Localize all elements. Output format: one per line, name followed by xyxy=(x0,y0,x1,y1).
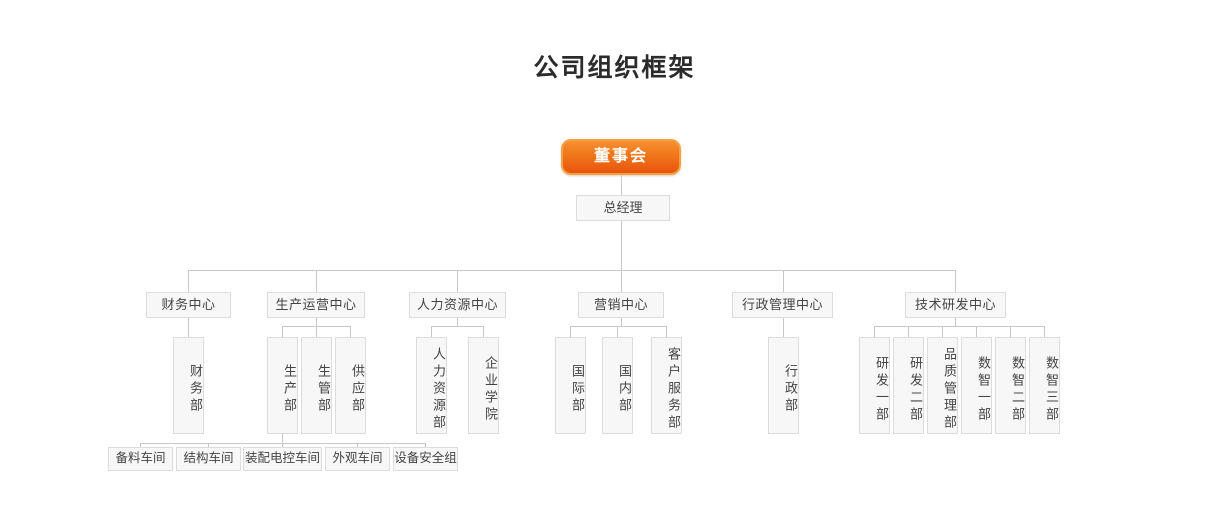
node-dept-admin-1[interactable]: 行政部 xyxy=(768,337,799,434)
node-dept-marketing-2[interactable]: 国内部 xyxy=(602,337,633,434)
connector-production-child-3 xyxy=(350,326,351,337)
connector-root-to-gm xyxy=(621,175,622,195)
connector-tech-child-2 xyxy=(908,326,909,337)
node-workshop-3[interactable]: 装配电控车间 xyxy=(243,447,322,471)
connector-hr-down xyxy=(457,318,458,326)
node-dept-hr-2[interactable]: 企业学院 xyxy=(468,337,499,434)
connector-tech-child-1 xyxy=(874,326,875,337)
node-dept-production-3[interactable]: 供应部 xyxy=(335,337,366,434)
connector-tech-bus xyxy=(874,326,1044,327)
connector-hr-child-1 xyxy=(431,326,432,337)
node-board-of-directors[interactable]: 董事会 xyxy=(561,139,681,175)
connector-production-down xyxy=(316,318,317,326)
node-dept-tech-1[interactable]: 研发一部 xyxy=(859,337,890,434)
node-dept-tech-4[interactable]: 数智一部 xyxy=(961,337,992,434)
node-dept-tech-2[interactable]: 研发二部 xyxy=(893,337,924,434)
node-dept-finance-1[interactable]: 财务部 xyxy=(173,337,204,434)
node-center-hr[interactable]: 人力资源中心 xyxy=(409,292,506,318)
node-center-marketing[interactable]: 营销中心 xyxy=(578,292,664,318)
connector-bus-to-production xyxy=(316,270,317,292)
connector-marketing-down xyxy=(621,318,622,326)
connector-tech-child-4 xyxy=(976,326,977,337)
node-dept-marketing-3[interactable]: 客户服务部 xyxy=(651,337,682,434)
node-general-manager[interactable]: 总经理 xyxy=(576,195,670,221)
connector-tech-child-5 xyxy=(1010,326,1011,337)
connector-tech-child-6 xyxy=(1044,326,1045,337)
connector-production-to-workshops xyxy=(282,434,283,443)
connector-tech-child-3 xyxy=(942,326,943,337)
node-workshop-2[interactable]: 结构车间 xyxy=(176,447,241,471)
connector-hr-child-2 xyxy=(483,326,484,337)
connector-gm-to-bus xyxy=(621,221,622,270)
connector-marketing-child-1 xyxy=(570,326,571,337)
node-dept-marketing-1[interactable]: 国际部 xyxy=(555,337,586,434)
node-dept-production-1[interactable]: 生产部 xyxy=(267,337,298,434)
connector-marketing-child-3 xyxy=(666,326,667,337)
connector-admin-down xyxy=(783,318,784,337)
connector-bus-to-marketing xyxy=(621,270,622,292)
node-dept-tech-3[interactable]: 品质管理部 xyxy=(927,337,958,434)
node-dept-hr-1[interactable]: 人力资源部 xyxy=(416,337,447,434)
connector-bus-to-admin xyxy=(783,270,784,292)
connector-centers-bus xyxy=(188,270,956,271)
connector-marketing-bus xyxy=(570,326,666,327)
connector-hr-bus xyxy=(431,326,483,327)
page-title: 公司组织框架 xyxy=(533,54,696,82)
node-dept-production-2[interactable]: 生管部 xyxy=(301,337,332,434)
connector-marketing-child-2 xyxy=(617,326,618,337)
node-workshop-5[interactable]: 设备安全组 xyxy=(393,447,458,471)
node-workshop-1[interactable]: 备料车间 xyxy=(108,447,173,471)
node-center-admin[interactable]: 行政管理中心 xyxy=(732,292,833,318)
connector-production-child-2 xyxy=(316,326,317,337)
node-center-finance[interactable]: 财务中心 xyxy=(146,292,231,318)
node-dept-tech-5[interactable]: 数智二部 xyxy=(995,337,1026,434)
connector-bus-to-hr xyxy=(457,270,458,292)
connector-bus-to-finance xyxy=(188,270,189,292)
node-center-production[interactable]: 生产运营中心 xyxy=(267,292,365,318)
connector-bus-to-tech xyxy=(955,270,956,292)
connector-production-child-1 xyxy=(282,326,283,337)
node-workshop-4[interactable]: 外观车间 xyxy=(325,447,390,471)
connector-finance-down xyxy=(188,318,189,337)
node-dept-tech-6[interactable]: 数智三部 xyxy=(1029,337,1060,434)
node-center-tech[interactable]: 技术研发中心 xyxy=(905,292,1006,318)
connector-tech-down xyxy=(955,318,956,326)
